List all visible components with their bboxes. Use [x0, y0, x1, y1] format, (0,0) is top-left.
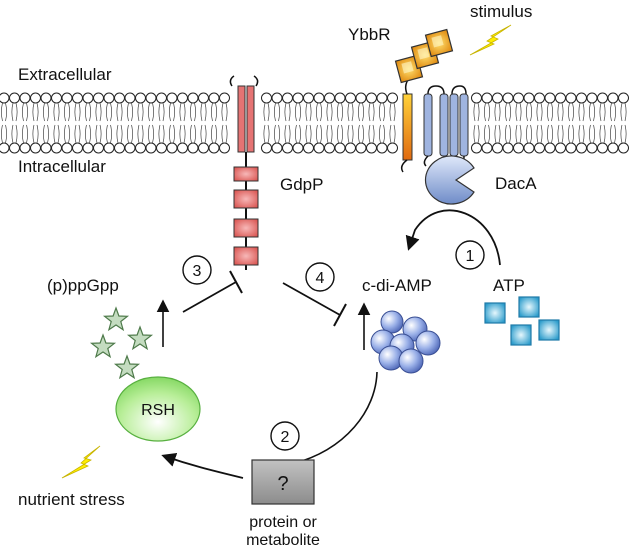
protein-or-label: protein or — [249, 514, 317, 531]
stimulus-label: stimulus — [470, 2, 532, 21]
ppgpp-star — [126, 325, 154, 351]
intracellular-label: Intracellular — [18, 157, 106, 176]
unknown-to-rsh-arrow — [161, 452, 244, 479]
ppgpp-star — [113, 354, 141, 380]
atp-molecules — [484, 296, 560, 346]
cdiamp-label: c-di-AMP — [362, 276, 432, 295]
metabolite-label: metabolite — [246, 532, 320, 547]
unknown-factor-box — [251, 459, 315, 505]
rsh-enzyme — [115, 376, 201, 442]
ppgpp-label: (p)ppGpp — [47, 276, 119, 295]
stimulus-lightning-icon — [469, 24, 512, 56]
unknown-factor-label: ? — [277, 473, 288, 495]
cell-membrane — [0, 92, 629, 154]
cdiamp-to-unknown-curve — [291, 371, 378, 465]
rsh-label: RSH — [141, 402, 175, 419]
gdpp-inhibits-cdiamp-line — [282, 282, 341, 316]
gdpp-protein — [229, 75, 259, 270]
cdiamp-molecules — [370, 310, 441, 374]
step-2-badge: 2 — [270, 421, 300, 451]
step-1-number: 1 — [466, 248, 475, 265]
inhibition-bar-4 — [333, 303, 347, 327]
nutrient-stress-label: nutrient stress — [18, 490, 125, 509]
daca-label: DacA — [495, 174, 537, 193]
ppgpp-star — [89, 333, 117, 359]
ybbr-protein — [394, 28, 454, 173]
atp-label: ATP — [493, 276, 525, 295]
step-3-badge: 3 — [182, 255, 212, 285]
daca-synthesis-arrow — [405, 209, 501, 266]
inhibition-bar-3 — [229, 270, 243, 294]
ybbr-label: YbbR — [348, 25, 391, 44]
ppgpp-molecules — [89, 306, 154, 380]
step-3-number: 3 — [193, 263, 202, 280]
daca-protein — [423, 85, 475, 205]
step-4-badge: 4 — [305, 262, 335, 292]
nutrient-stress-lightning-icon — [61, 445, 101, 479]
step-2-number: 2 — [281, 429, 290, 446]
step-1-badge: 1 — [455, 240, 485, 270]
ppgpp-star — [102, 306, 130, 332]
gdpp-label: GdpP — [280, 175, 323, 194]
gdpp-inhibits-ppgpp-line — [182, 281, 237, 313]
extracellular-label: Extracellular — [18, 65, 112, 84]
step-4-number: 4 — [316, 270, 325, 287]
